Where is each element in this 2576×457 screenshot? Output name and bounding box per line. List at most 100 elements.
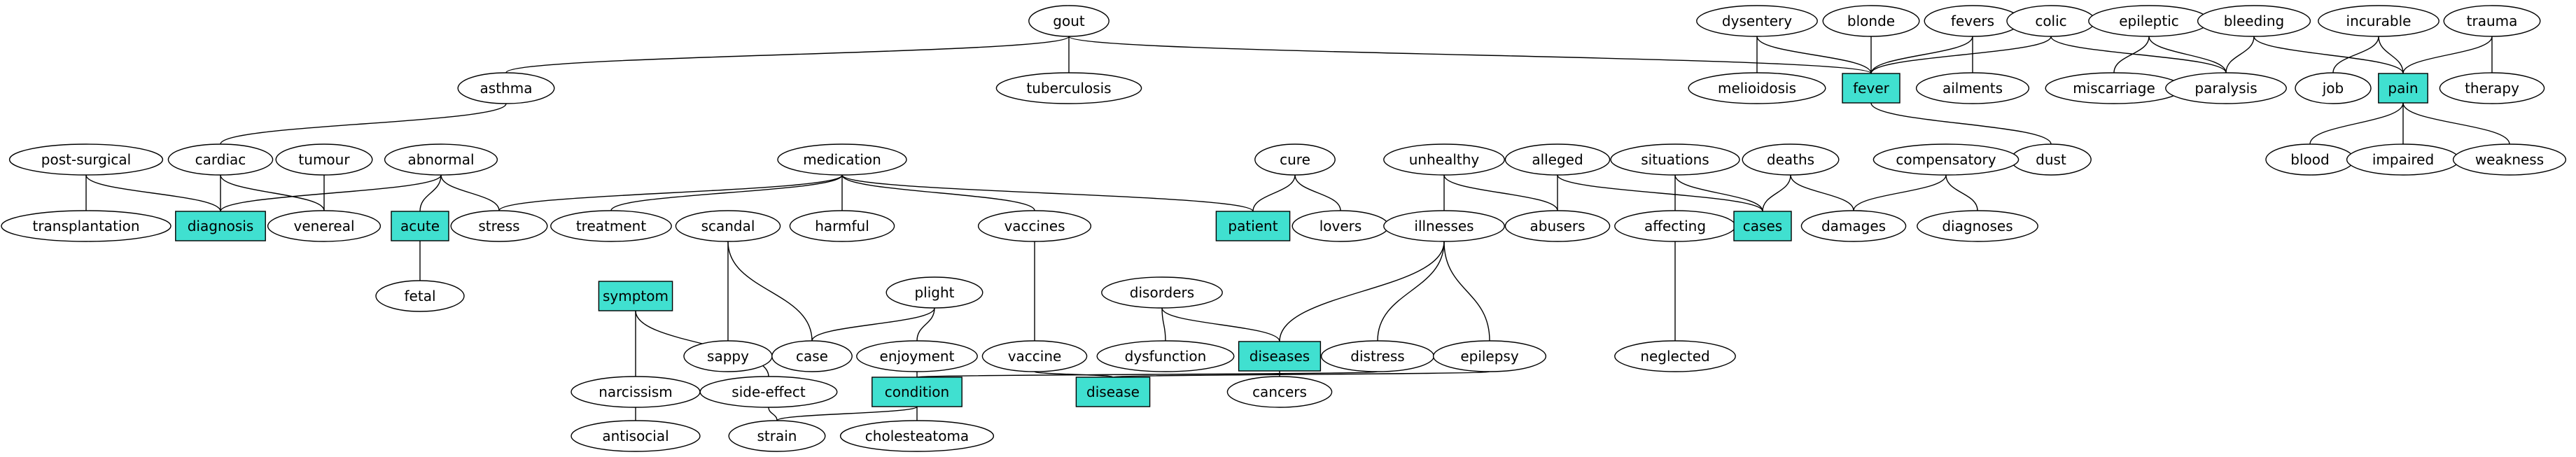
node-damages-label: damages	[1821, 218, 1886, 234]
node-situations-ellipse	[1610, 143, 1740, 176]
node-cholesteatoma: cholesteatoma	[839, 420, 995, 452]
node-ailments: ailments	[1915, 72, 2030, 104]
edge-medication-treatment	[610, 174, 843, 211]
node-illnesses-ellipse	[1383, 210, 1505, 242]
edge-epileptic-paralysis	[2148, 36, 2227, 73]
node-cardiac-label: cardiac	[195, 151, 246, 168]
node-enjoyment-label: enjoyment	[880, 348, 955, 365]
edge-colic-paralysis	[2050, 36, 2227, 73]
node-cure-label: cure	[1280, 151, 1310, 168]
node-symptom-label: symptom	[603, 288, 668, 304]
edge-abnormal-diagnosis	[220, 174, 442, 212]
node-weakness-label: weakness	[2475, 151, 2544, 168]
edge-post-surgical-diagnosis	[85, 174, 221, 212]
node-dysfunction-ellipse	[1096, 340, 1235, 372]
edge-medication-stress	[498, 174, 843, 211]
edge-cure-lovers	[1294, 174, 1341, 211]
node-abusers-label: abusers	[1530, 218, 1586, 234]
node-illnesses: illnesses	[1383, 210, 1505, 242]
node-disease-label: disease	[1086, 384, 1140, 400]
node-strain-label: strain	[757, 428, 797, 444]
node-harmful: harmful	[789, 210, 895, 242]
node-cancers-ellipse	[1226, 376, 1333, 408]
node-weakness: weakness	[2452, 143, 2567, 176]
node-patient-label: patient	[1228, 218, 1278, 234]
node-symptom: symptom	[598, 281, 673, 311]
node-case: case	[771, 340, 853, 372]
edge-alleged-cases	[1557, 174, 1763, 212]
node-melioidosis: melioidosis	[1688, 72, 1826, 104]
node-vaccine-label: vaccine	[1008, 348, 1062, 365]
node-miscarriage-label: miscarriage	[2073, 80, 2155, 97]
node-compensatory-ellipse	[1872, 143, 2019, 176]
node-dust: dust	[2010, 143, 2092, 176]
node-disease-box	[1075, 377, 1151, 407]
node-scandal-ellipse	[675, 210, 781, 242]
edge-compensatory-diagnoses	[1945, 174, 1978, 211]
node-cancers: cancers	[1226, 376, 1333, 408]
node-side-effect-ellipse	[699, 376, 838, 408]
edge-trauma-pain	[2402, 36, 2493, 74]
node-transplantation: transplantation	[1, 210, 172, 242]
edge-medication-patient	[841, 174, 1254, 212]
node-blood: blood	[2265, 143, 2355, 176]
node-fetal: fetal	[375, 280, 465, 312]
node-distress: distress	[1320, 340, 1435, 372]
node-cases-box	[1733, 211, 1792, 241]
node-scandal: scandal	[675, 210, 781, 242]
node-enjoyment-ellipse	[856, 340, 978, 372]
node-gout-label: gout	[1053, 13, 1085, 29]
node-gout: gout	[1028, 5, 1110, 37]
node-trauma-ellipse	[2443, 5, 2541, 37]
node-acute-label: acute	[400, 218, 440, 234]
node-unhealthy-ellipse	[1383, 143, 1505, 176]
node-case-label: case	[796, 348, 828, 365]
node-weakness-ellipse	[2452, 143, 2567, 176]
edge-incurable-pain	[2378, 36, 2404, 74]
node-epileptic: epileptic	[2088, 5, 2210, 37]
edge-deaths-cases	[1762, 174, 1791, 212]
node-affecting-label: affecting	[1644, 218, 1706, 234]
node-narcissism: narcissism	[570, 376, 701, 408]
node-cardiac: cardiac	[167, 143, 274, 176]
edge-pain-weakness	[2402, 102, 2510, 145]
node-affecting: affecting	[1614, 210, 1736, 242]
edge-cure-patient	[1252, 174, 1296, 212]
edge-colic-fever	[1870, 36, 2052, 74]
node-blood-label: blood	[2290, 151, 2329, 168]
node-diagnoses: diagnoses	[1917, 210, 2038, 242]
node-abnormal: abnormal	[384, 143, 498, 176]
node-abnormal-ellipse	[384, 143, 498, 176]
edge-incurable-job	[2332, 36, 2379, 73]
node-acute: acute	[391, 211, 449, 241]
node-treatment-label: treatment	[576, 218, 646, 234]
node-impaired: impaired	[2346, 143, 2460, 176]
node-post-surgical: post-surgical	[8, 143, 164, 176]
edge-deaths-damages	[1790, 174, 1854, 211]
edge-side-effect-strain	[768, 407, 778, 421]
node-antisocial: antisocial	[570, 420, 701, 452]
node-tuberculosis-label: tuberculosis	[1026, 80, 1111, 97]
node-incurable-ellipse	[2318, 5, 2440, 37]
node-melioidosis-ellipse	[1688, 72, 1826, 104]
edge-gout-asthma	[505, 36, 1070, 73]
edge-condition-strain	[776, 406, 918, 421]
node-transplantation-ellipse	[1, 210, 172, 242]
node-plight: plight	[886, 276, 983, 309]
node-medication-label: medication	[803, 151, 881, 168]
edge-cardiac-venereal	[220, 174, 325, 211]
edge-gout-fever	[1068, 36, 1872, 74]
edge-illnesses-distress	[1377, 241, 1445, 342]
edge-disorders-diseases	[1161, 307, 1280, 342]
node-stress: stress	[450, 210, 548, 242]
edge-layer	[85, 36, 2510, 421]
node-harmful-label: harmful	[815, 218, 869, 234]
edge-epilepsy-disease	[1112, 371, 1490, 378]
node-condition-label: condition	[885, 384, 949, 400]
node-pain: pain	[2378, 73, 2428, 104]
node-neglected-label: neglected	[1640, 348, 1709, 365]
node-treatment-ellipse	[550, 210, 672, 242]
node-cure-ellipse	[1254, 143, 1336, 176]
edge-dysentery-fever	[1756, 36, 1872, 74]
